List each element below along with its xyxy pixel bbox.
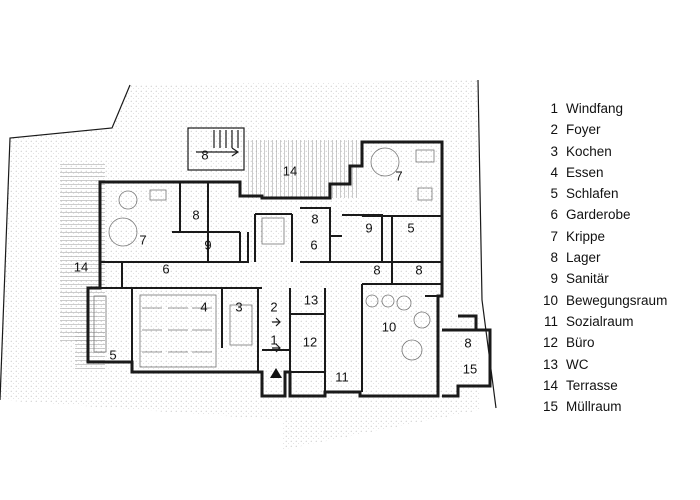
room-label-5: 5 bbox=[109, 347, 116, 362]
room-label-14: 14 bbox=[283, 163, 297, 178]
room-label-7: 7 bbox=[139, 232, 146, 247]
room-label-12: 12 bbox=[303, 334, 317, 349]
entrance-arrow-icon bbox=[270, 368, 282, 378]
room-label-8: 8 bbox=[311, 211, 318, 226]
room-label-6: 6 bbox=[310, 237, 317, 252]
room-label-3: 3 bbox=[235, 299, 242, 314]
room-label-5: 5 bbox=[407, 220, 414, 235]
room-label-8: 8 bbox=[464, 335, 471, 350]
room-label-8: 8 bbox=[201, 147, 208, 162]
room-label-9: 9 bbox=[204, 237, 211, 252]
room-label-8: 8 bbox=[373, 262, 380, 277]
room-label-10: 10 bbox=[382, 319, 396, 334]
room-label-9: 9 bbox=[365, 220, 372, 235]
room-label-11: 11 bbox=[335, 369, 349, 384]
room-label-7: 7 bbox=[395, 168, 402, 183]
room-label-8: 8 bbox=[192, 207, 199, 222]
room-label-2: 2 bbox=[270, 299, 277, 314]
room-label-15: 15 bbox=[463, 361, 477, 376]
room-label-8: 8 bbox=[415, 262, 422, 277]
room-label-6: 6 bbox=[162, 261, 169, 276]
room-label-13: 13 bbox=[304, 292, 318, 307]
interior-walls bbox=[88, 182, 442, 396]
furniture bbox=[93, 147, 435, 368]
room-label-1: 1 bbox=[270, 332, 277, 347]
room-label-4: 4 bbox=[200, 299, 207, 314]
outdoor-stair bbox=[187, 127, 245, 171]
room-label-14: 14 bbox=[74, 259, 88, 274]
room-labels: 1 2 3 4 5 5 6 6 7 7 8 8 8 8 8 8 9 9 10 1… bbox=[74, 147, 477, 384]
site-garden bbox=[0, 79, 497, 450]
